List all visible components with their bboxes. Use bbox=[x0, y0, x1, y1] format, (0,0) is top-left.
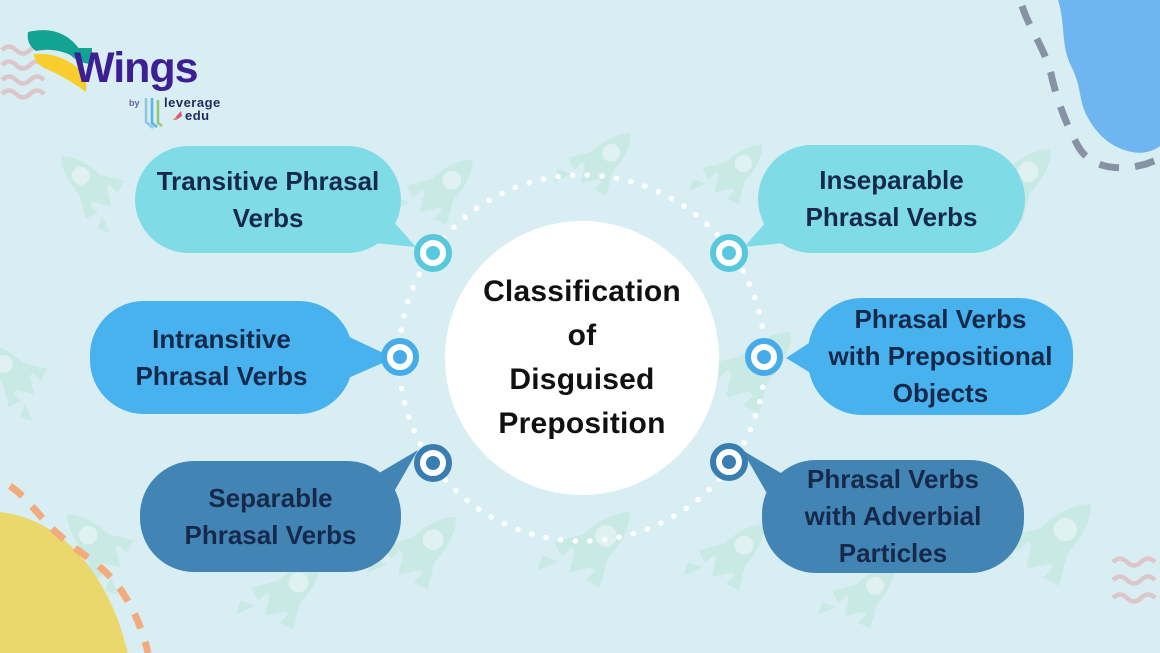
bullseye-dot bbox=[426, 456, 440, 470]
bullseye-dot bbox=[722, 246, 736, 260]
bubble-phrasal-verbs-prepositional-objects: Phrasal Verbs with Prepositional Objects bbox=[808, 298, 1073, 415]
center-circle: Classification of Disguised Preposition bbox=[445, 221, 719, 495]
corner-blob-yellow bbox=[0, 512, 128, 653]
bubble-intransitive-phrasal-verbs: Intransitive Phrasal Verbs bbox=[90, 301, 353, 414]
book-icon bbox=[144, 98, 163, 129]
logo-byline: by bbox=[129, 98, 140, 108]
bubble-inseparable-phrasal-verbs: Inseparable Phrasal Verbs bbox=[758, 145, 1025, 253]
brand-wordmark: Wings bbox=[74, 44, 199, 92]
diagram-title: Classification of Disguised Preposition bbox=[483, 275, 681, 440]
bullseye-connector-middle-right bbox=[745, 338, 783, 376]
dashed-curve-orange bbox=[7, 483, 152, 653]
bullseye-dot bbox=[393, 350, 407, 364]
leverage-text: leverage bbox=[164, 95, 221, 110]
bullseye-connector-top-right bbox=[710, 234, 748, 272]
corner-blob-blue bbox=[1058, 0, 1160, 153]
edu-text: edu bbox=[185, 108, 210, 123]
bullseye-connector-bottom-left bbox=[414, 444, 452, 482]
leverage-edu-wordmark: leverage edu bbox=[164, 96, 221, 122]
bullseye-dot bbox=[426, 246, 440, 260]
dashed-curve-gray bbox=[1018, 4, 1160, 172]
squiggle-lines-bottom-right bbox=[1111, 556, 1157, 604]
bullseye-connector-bottom-right bbox=[710, 443, 748, 481]
bullseye-dot bbox=[722, 455, 736, 469]
wings-logo: Wings by leverage edu bbox=[0, 0, 260, 140]
bubble-transitive-phrasal-verbs: Transitive Phrasal Verbs bbox=[135, 146, 401, 253]
bullseye-dot bbox=[757, 350, 771, 364]
pencil-rocket-icon bbox=[173, 111, 182, 120]
wing-icon bbox=[27, 30, 92, 92]
bubble-separable-phrasal-verbs: Separable Phrasal Verbs bbox=[140, 461, 401, 572]
bubble-phrasal-verbs-adverbial-particles: Phrasal Verbs with Adverbial Particles bbox=[762, 460, 1024, 573]
bullseye-connector-top-left bbox=[414, 234, 452, 272]
bullseye-connector-middle-left bbox=[381, 338, 419, 376]
